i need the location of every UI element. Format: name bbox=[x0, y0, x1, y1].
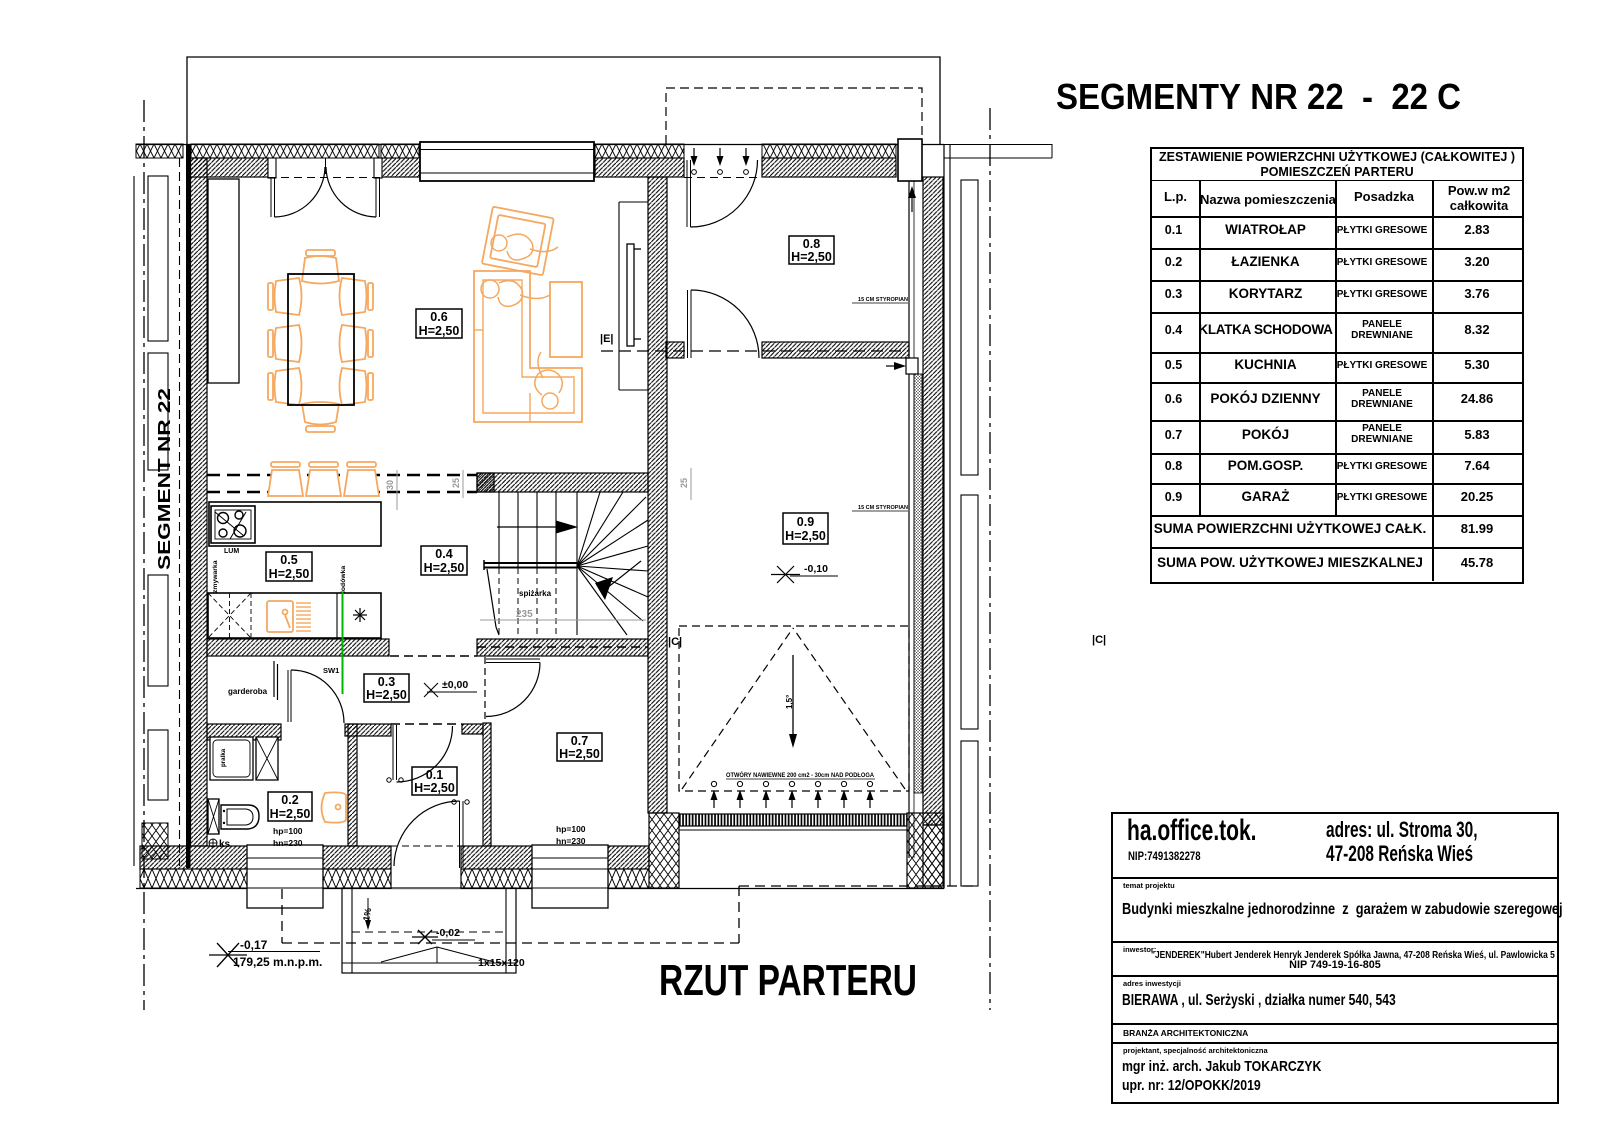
svg-text:0.1: 0.1 bbox=[426, 768, 443, 782]
svg-text:H=2,50: H=2,50 bbox=[791, 250, 832, 264]
svg-text:30: 30 bbox=[385, 480, 395, 490]
svg-text:zmywarka: zmywarka bbox=[212, 560, 219, 593]
svg-text:0.7: 0.7 bbox=[571, 734, 588, 748]
svg-text:H=2,50: H=2,50 bbox=[559, 747, 600, 761]
svg-text:RZUT PARTERU: RZUT PARTERU bbox=[659, 956, 917, 1005]
svg-text:25: 25 bbox=[679, 478, 689, 488]
svg-text:H=2,50: H=2,50 bbox=[414, 781, 455, 795]
svg-text:0.6: 0.6 bbox=[430, 310, 447, 324]
svg-text:hn=230: hn=230 bbox=[273, 838, 303, 848]
svg-text:-0,10: -0,10 bbox=[804, 563, 828, 575]
svg-text:15 CM STYROPIAN: 15 CM STYROPIAN bbox=[858, 505, 908, 511]
svg-text:hp=100: hp=100 bbox=[273, 826, 303, 836]
svg-text:0.2: 0.2 bbox=[281, 793, 298, 807]
svg-text:-0,17: -0,17 bbox=[240, 938, 268, 952]
svg-text:hn=230: hn=230 bbox=[556, 836, 586, 846]
svg-text:1x15x120: 1x15x120 bbox=[478, 957, 525, 969]
svg-text:SEGMENT NR 22: SEGMENT NR 22 bbox=[154, 388, 174, 570]
svg-text:H=2,50: H=2,50 bbox=[270, 807, 311, 821]
svg-text:garderoba: garderoba bbox=[228, 687, 268, 696]
svg-text:25: 25 bbox=[451, 478, 461, 488]
svg-text:H=2,50: H=2,50 bbox=[419, 324, 460, 338]
svg-text:±0,00: ±0,00 bbox=[442, 679, 468, 691]
svg-text:H=2,50: H=2,50 bbox=[269, 567, 310, 581]
svg-text:hp=100: hp=100 bbox=[556, 824, 586, 834]
svg-text:lodówka: lodówka bbox=[340, 566, 347, 593]
svg-text:|C|: |C| bbox=[1092, 634, 1106, 646]
svg-text:15 CM STYROPIAN: 15 CM STYROPIAN bbox=[858, 297, 908, 303]
svg-text:0.5: 0.5 bbox=[280, 553, 297, 567]
svg-text:0.3: 0.3 bbox=[378, 675, 395, 689]
svg-text:ks: ks bbox=[219, 839, 231, 850]
svg-text:-0,02: -0,02 bbox=[436, 927, 460, 939]
svg-text:1%: 1% bbox=[361, 907, 373, 922]
svg-text:H=2,50: H=2,50 bbox=[424, 561, 465, 575]
svg-text:0.9: 0.9 bbox=[797, 515, 814, 529]
svg-text:LUM: LUM bbox=[224, 548, 239, 555]
svg-text:1,5°: 1,5° bbox=[785, 695, 794, 709]
svg-text:|E|: |E| bbox=[600, 333, 614, 345]
svg-text:H=2,50: H=2,50 bbox=[366, 688, 407, 702]
svg-text:179,25 m.n.p.m.: 179,25 m.n.p.m. bbox=[233, 955, 322, 969]
svg-text:spiżarka: spiżarka bbox=[519, 589, 552, 598]
svg-text:235: 235 bbox=[516, 609, 533, 620]
svg-text:0.4: 0.4 bbox=[435, 547, 452, 561]
svg-text:pralka: pralka bbox=[220, 748, 227, 767]
svg-text:SW1: SW1 bbox=[323, 666, 339, 675]
svg-text:OTWÓRY NAWIEWNE 200 cm2 - 30cm: OTWÓRY NAWIEWNE 200 cm2 - 30cm NAD PODŁO… bbox=[726, 770, 874, 779]
svg-text:|C|: |C| bbox=[668, 636, 682, 648]
svg-text:0.8: 0.8 bbox=[803, 237, 820, 251]
svg-text:H=2,50: H=2,50 bbox=[785, 529, 826, 543]
